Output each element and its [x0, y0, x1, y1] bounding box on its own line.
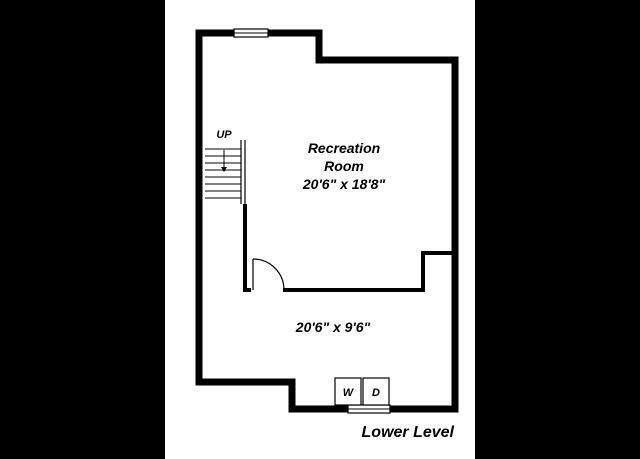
window-bottom	[347, 404, 391, 414]
door-swing	[252, 258, 285, 291]
interior-wall	[243, 204, 251, 292]
washer	[334, 377, 362, 406]
recreation-room-dimensions: 20'6" x 18'8"	[302, 176, 386, 192]
stair-up-label: UP	[216, 129, 232, 141]
staircase	[205, 140, 246, 204]
dryer	[362, 377, 390, 406]
interior-wall-right	[283, 251, 455, 292]
recreation-room-name-line1: Recreation	[308, 140, 380, 156]
exterior-wall	[195, 29, 459, 413]
floor-title: Lower Level	[362, 424, 455, 441]
washer-label: W	[343, 387, 355, 399]
recreation-room-name-line2: Room	[324, 158, 364, 174]
plan-sheet	[165, 0, 475, 459]
window-top	[233, 28, 269, 38]
dryer-label: D	[372, 387, 380, 399]
lower-room-dimensions: 20'6" x 9'6"	[295, 319, 371, 335]
